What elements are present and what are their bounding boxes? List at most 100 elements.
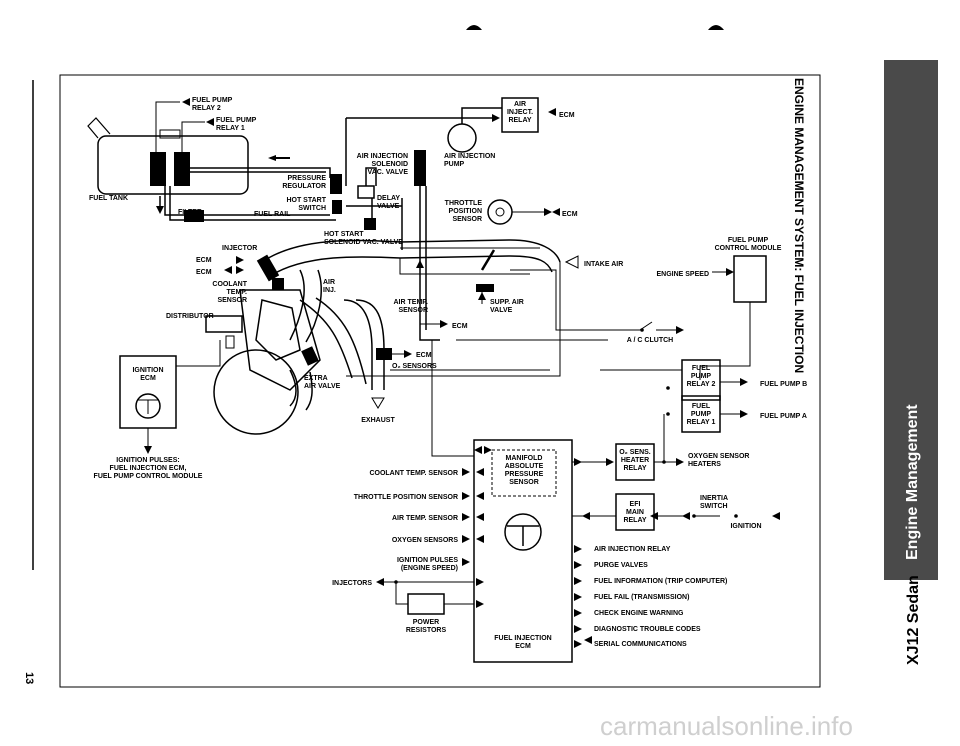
ecm-label-o2: ECM	[416, 352, 432, 359]
ac-clutch-label: A / C CLUTCH	[627, 337, 673, 344]
extra-air-valve-icon	[272, 278, 284, 290]
relay1-line	[181, 121, 205, 152]
air-injection-solenoid-icon	[414, 150, 426, 186]
map-sensor-box[interactable]	[491, 449, 557, 497]
throttle-position-sensor-icon	[487, 199, 513, 225]
return-arrow	[268, 155, 276, 161]
air-lines	[345, 107, 502, 341]
fuel-injection-ecm-box[interactable]	[473, 439, 573, 663]
vertical-title: ENGINE MANAGEMENT SYSTEM: FUEL INJECTION	[792, 78, 806, 373]
fuel-pump-a-label: FUEL PUMP A	[760, 413, 807, 420]
distributor-label: DISTRIBUTOR	[166, 313, 214, 320]
fuel-feed-lines	[164, 167, 336, 221]
ecm-output-label-4: CHECK ENGINE WARNING	[594, 610, 684, 617]
o2-sensor-icon	[301, 346, 319, 366]
intake-manifold	[261, 239, 561, 343]
ecm-output-label-5: DIAGNOSTIC TROUBLE CODES	[594, 626, 701, 633]
injector-label: INJECTOR	[222, 245, 257, 252]
page-number: 13	[23, 672, 35, 684]
air-temp-sensor-label: AIR TEMP.SENSOR	[394, 299, 429, 314]
ecm-input-label-1: THROTTLE POSITION SENSOR	[354, 494, 458, 501]
harness-lines	[346, 258, 676, 457]
pressure-regulator-icon	[330, 174, 342, 194]
ecm-input-label-2: AIR TEMP. SENSOR	[392, 515, 458, 522]
engine-block	[213, 289, 367, 435]
ecm-label-relay: ECM	[559, 112, 575, 119]
ecm-label-injector: ECM	[196, 257, 212, 264]
filter-icon	[184, 210, 204, 222]
fuel-pump-relay2-box[interactable]	[681, 359, 721, 401]
intake-air-label: INTAKE AIR	[584, 261, 623, 268]
ecm-output-label-2: FUEL INFORMATION (TRIP COMPUTER)	[594, 578, 727, 585]
model-title: XJ12 Sedan	[905, 575, 922, 665]
power-resistors-box[interactable]	[407, 593, 445, 615]
ignition-ecm-gauge-icon	[135, 393, 161, 419]
fuel-pump-control-module-box[interactable]	[733, 255, 767, 303]
corner-mark-left	[466, 25, 482, 30]
air-injection-pump-icon	[447, 123, 477, 153]
ecm-output-label-0: AIR INJECTION RELAY	[594, 546, 671, 553]
o2-sensors-label: O₂ SENSORS	[392, 363, 437, 370]
ecm-output-label-3: FUEL FAIL (TRANSMISSION)	[594, 594, 689, 601]
relay2-line	[155, 101, 180, 152]
injectors-label: INJECTORS	[332, 580, 372, 587]
fuel-rail-label: FUEL RAIL	[254, 211, 291, 218]
efi-main-relay-box[interactable]	[615, 493, 655, 531]
ecm-input-label-3: OXYGEN SENSORS	[392, 537, 458, 544]
corner-mark-right	[708, 25, 724, 30]
engine-speed-label: ENGINE SPEED	[656, 271, 709, 278]
delay-valve-icon	[357, 185, 375, 199]
hot-start-solenoid-icon	[364, 218, 376, 230]
watermark: carmanualsonline.info	[600, 711, 853, 741]
distributor-icon	[205, 315, 243, 333]
ecm-input-arrows	[462, 446, 492, 566]
hot-start-switch-icon	[332, 200, 342, 214]
ecm-label-airtemp: ECM	[452, 323, 468, 330]
section-tab-label: Engine Management	[904, 404, 921, 560]
fuel-tank-label: FUEL TANK	[89, 195, 128, 202]
diagram-border	[59, 74, 821, 688]
ecm-input-label-4: IGNITION PULSES	[397, 557, 458, 564]
ecm-gauge-icon	[504, 513, 542, 551]
ecm-label-coolant: ECM	[196, 269, 212, 276]
air-inject-relay-box[interactable]	[501, 97, 539, 133]
fuel-pump-b-label: FUEL PUMP B	[760, 381, 807, 388]
filter-label: FILTER	[178, 209, 202, 216]
injector-icon	[256, 254, 280, 282]
ecm-input-label-5: (ENGINE SPEED)	[401, 565, 458, 572]
ignition-pulses-note-label: IGNITION PULSES:FUEL INJECTION ECM,FUEL …	[94, 457, 203, 480]
ecm-output-label-6: SERIAL COMMUNICATIONS	[594, 641, 687, 648]
section-tab	[884, 60, 938, 580]
ignition-label: IGNITION	[730, 523, 761, 530]
relay2-arrow	[182, 98, 190, 106]
supp-air-valve-icon	[476, 284, 494, 292]
ecm-label-tps: ECM	[562, 211, 578, 218]
ecm-output-label-1: PURGE VALVES	[594, 562, 648, 569]
